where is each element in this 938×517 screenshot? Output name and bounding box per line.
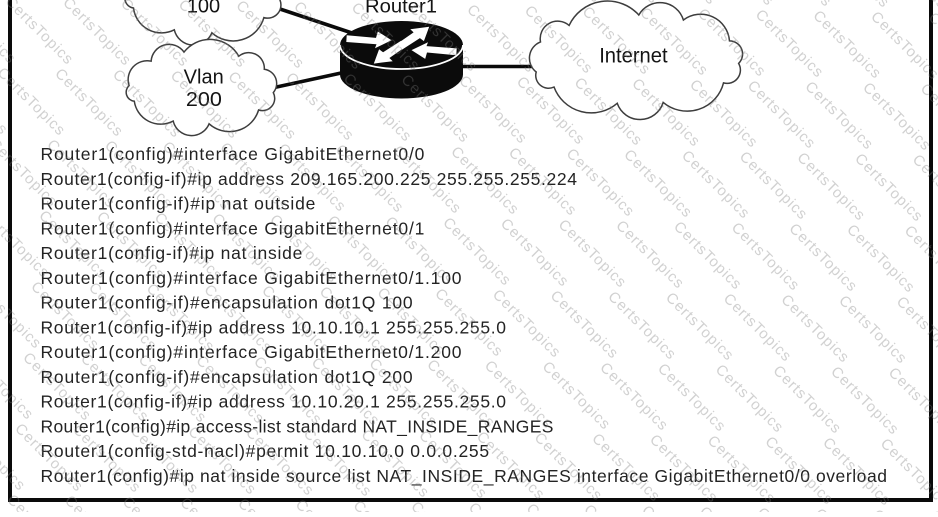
svg-text:Router1(config)#interface Giga: Router1(config)#interface GigabitEtherne… [41,342,462,362]
svg-text:Router1(config)#interface Giga: Router1(config)#interface GigabitEtherne… [41,268,462,288]
svg-text:Router1(config-if)#ip address: Router1(config-if)#ip address 10.10.20.1… [41,392,507,412]
svg-text:Router1(config-if)#ip address: Router1(config-if)#ip address 10.10.10.1… [41,317,507,337]
